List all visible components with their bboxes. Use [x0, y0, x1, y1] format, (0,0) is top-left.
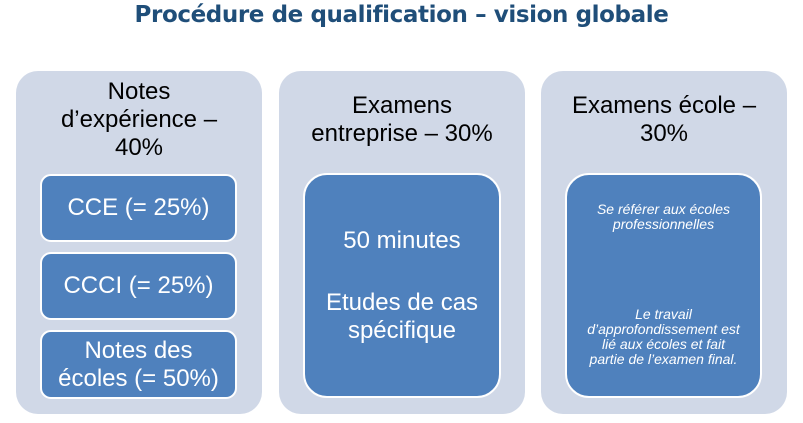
work-description-text: d’approfondissement est	[587, 321, 740, 337]
box-content: Se référer aux écoles professionnelles L…	[587, 175, 740, 367]
work-description-text: lié aux écoles et fait	[602, 336, 725, 352]
panel-title-line: 40%	[114, 134, 164, 161]
reference-text: professionnelles	[612, 216, 715, 232]
box-label: CCCI (= 25%)	[63, 272, 214, 299]
box-examens-entreprise-details: 50 minutes Etudes de cas spécifique	[303, 173, 501, 398]
panel-title-line: Examens école –	[571, 92, 757, 119]
panel-notes-experience: Notes d’expérience – 40% CCE (= 25%) CCC…	[16, 71, 262, 414]
panel-title: Notes d’expérience – 40%	[16, 78, 262, 162]
panel-title: Examens école – 30%	[541, 92, 787, 148]
panel-title-line: d’expérience –	[60, 106, 218, 133]
page-title: Procédure de qualification – vision glob…	[134, 2, 669, 28]
panel-title-line: Examens	[351, 92, 453, 119]
case-study-text: spécifique	[347, 316, 457, 344]
panel-title-line: 30%	[639, 120, 689, 147]
box-label: Notes des écoles (= 50%)	[58, 337, 219, 393]
box-cce: CCE (= 25%)	[40, 174, 237, 242]
panel-title-line: entreprise – 30%	[311, 120, 493, 147]
box-ccci: CCCI (= 25%)	[40, 252, 237, 320]
work-description-text: partie de l’examen final.	[589, 351, 738, 367]
case-study-text: Etudes de cas	[325, 288, 479, 316]
panel-examens-entreprise: Examens entreprise – 30% 50 minutes Etud…	[279, 71, 525, 414]
box-label-line: écoles (= 50%)	[58, 364, 219, 392]
panel-title: Examens entreprise – 30%	[279, 92, 525, 148]
duration-text: 50 minutes	[343, 226, 461, 254]
box-examens-ecole-details: Se référer aux écoles professionnelles L…	[565, 173, 762, 398]
work-description-text: Le travail	[635, 306, 692, 322]
reference-text: Se référer aux écoles	[596, 201, 731, 217]
box-label-line: Notes des	[84, 336, 193, 364]
box-label: CCE (= 25%)	[67, 194, 210, 221]
panel-title-line: Notes	[107, 78, 171, 105]
box-content: 50 minutes Etudes de cas spécifique	[326, 227, 478, 345]
box-notes-ecoles: Notes des écoles (= 50%)	[40, 330, 237, 399]
panel-examens-ecole: Examens école – 30% Se référer aux école…	[541, 71, 787, 414]
